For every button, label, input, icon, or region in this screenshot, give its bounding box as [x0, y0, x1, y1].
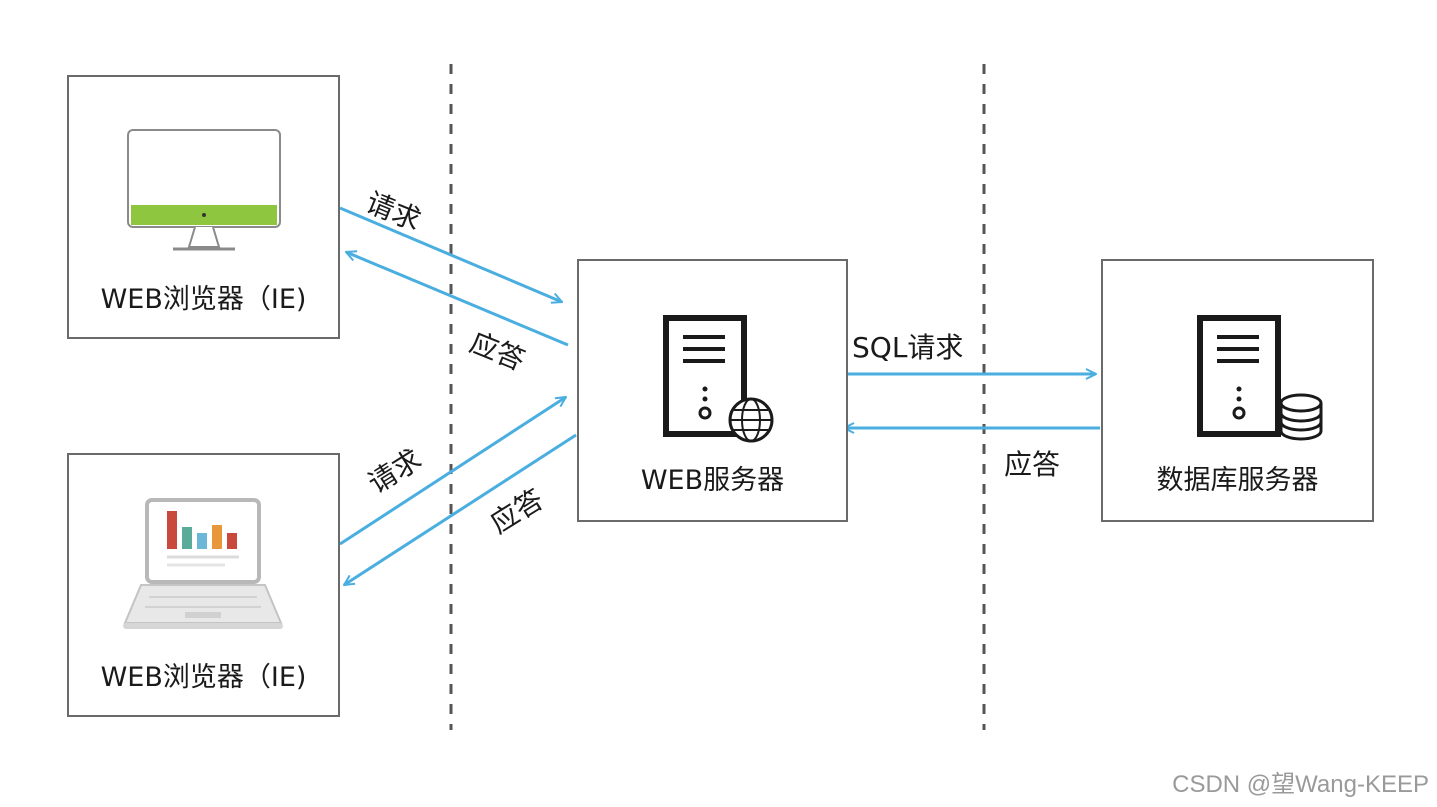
edge-label-db-response: 应答 — [1004, 448, 1061, 481]
arrow-desktop-response — [346, 252, 569, 347]
arrow-desktop-request — [339, 206, 562, 302]
browser-laptop-label: WEB浏览器（IE) — [100, 662, 307, 693]
node-browser-desktop: WEB浏览器（IE) — [67, 75, 340, 339]
edge-label-sql-request: SQL请求 — [852, 331, 964, 364]
db-server-label: 数据库服务器 — [1156, 465, 1319, 496]
browser-desktop-label: WEB浏览器（IE) — [100, 284, 307, 315]
web-server-label: WEB服务器 — [640, 465, 785, 496]
web-server-globe-icon — [663, 315, 774, 443]
database-server-icon — [1197, 315, 1323, 441]
node-db-server: 数据库服务器 — [1101, 259, 1374, 522]
node-web-server: WEB服务器 — [577, 259, 848, 522]
node-browser-laptop: WEB浏览器（IE) — [67, 453, 340, 717]
watermark: CSDN @望Wang-KEEP — [1172, 771, 1429, 798]
arrow-laptop-request — [339, 395, 566, 546]
monitor-icon — [127, 129, 281, 251]
arrow-laptop-response — [344, 433, 577, 587]
laptop-chart-icon — [123, 498, 283, 629]
connection-arrows — [339, 206, 1100, 587]
